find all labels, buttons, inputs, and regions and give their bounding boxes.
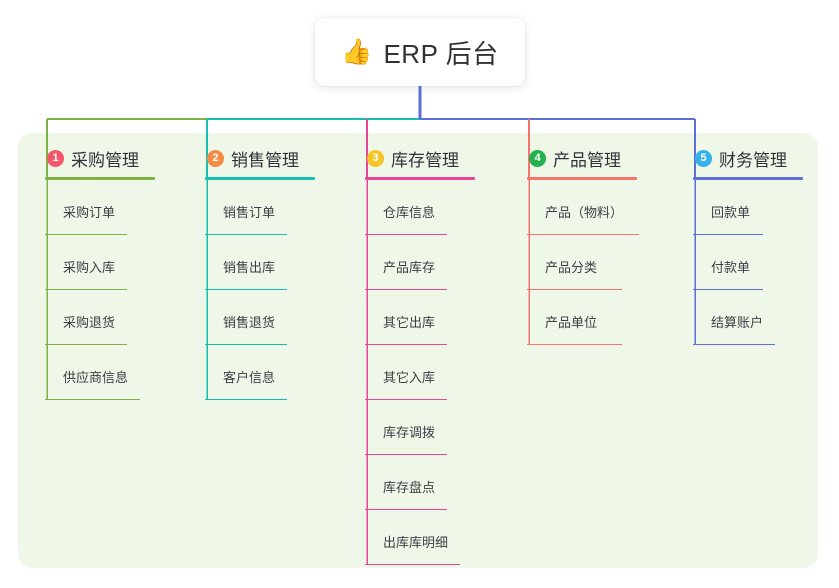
branch-item-list-4: 产品（物料） 产品分类产品单位 — [527, 180, 697, 345]
branch-header-4[interactable]: 4 产品管理 — [527, 147, 697, 170]
list-item[interactable]: 客户信息 — [205, 345, 375, 400]
list-item-underline — [45, 398, 140, 400]
list-item[interactable]: 结算账户 — [693, 290, 839, 345]
branch-underline-4 — [527, 177, 637, 180]
list-item[interactable]: 产品库存 — [365, 235, 535, 290]
list-item-label: 采购入库 — [63, 260, 116, 275]
root-node-content: 👍 ERP 后台 — [341, 34, 498, 71]
list-item-underline — [205, 398, 287, 400]
list-item-underline — [365, 343, 447, 345]
list-item-underline — [205, 233, 287, 235]
list-item-underline — [205, 343, 287, 345]
list-item-label: 产品分类 — [545, 260, 598, 275]
mindmap-panel — [18, 133, 818, 568]
list-item[interactable]: 回款单 — [693, 180, 839, 235]
branch-column-1: 1 采购管理采购订单采购入库采购退货供应商信息 — [45, 147, 215, 400]
list-item-label: 结算账户 — [711, 315, 764, 330]
list-item[interactable]: 销售出库 — [205, 235, 375, 290]
list-item[interactable]: 产品单位 — [527, 290, 697, 345]
branch-item-list-1: 采购订单采购入库采购退货供应商信息 — [45, 180, 215, 400]
branch-title-2: 销售管理 — [231, 150, 299, 170]
list-item-underline — [365, 563, 460, 565]
branch-badge-5: 5 — [695, 149, 712, 167]
list-item-underline — [365, 508, 447, 510]
list-item[interactable]: 产品分类 — [527, 235, 697, 290]
branch-badge-3: 3 — [367, 149, 384, 167]
branch-title-3: 库存管理 — [391, 150, 459, 170]
list-item-underline — [365, 288, 447, 290]
list-item-label: 销售退货 — [223, 315, 276, 330]
list-item-underline — [693, 288, 763, 290]
list-item[interactable]: 出库库明细 — [365, 510, 535, 565]
list-item-underline — [365, 233, 447, 235]
list-item-label: 产品单位 — [545, 315, 598, 330]
list-item-label: 其它出库 — [383, 315, 436, 330]
branch-column-5: 5 财务管理回款单付款单结算账户 — [693, 147, 839, 345]
branch-title-5: 财务管理 — [719, 150, 787, 170]
list-item[interactable]: 库存盘点 — [365, 455, 535, 510]
list-item-underline — [693, 233, 763, 235]
branch-header-1[interactable]: 1 采购管理 — [45, 147, 215, 170]
root-node-title: ERP 后台 — [383, 38, 499, 69]
list-item-label: 客户信息 — [223, 370, 276, 385]
list-item-label: 供应商信息 — [63, 370, 129, 385]
list-item[interactable]: 供应商信息 — [45, 345, 215, 400]
branch-underline-5 — [693, 177, 803, 180]
list-item[interactable]: 库存调拨 — [365, 400, 535, 455]
branch-underline-2 — [205, 177, 315, 180]
list-item-label: 付款单 — [711, 260, 751, 275]
root-node-card[interactable]: 👍 ERP 后台 — [315, 18, 525, 86]
list-item[interactable]: 销售退货 — [205, 290, 375, 345]
branch-column-2: 2 销售管理销售订单销售出库销售退货客户信息 — [205, 147, 375, 400]
branch-underline-3 — [365, 177, 475, 180]
list-item-label: 回款单 — [711, 205, 751, 220]
list-item-underline — [45, 288, 127, 290]
list-item-underline — [365, 453, 447, 455]
list-item[interactable]: 销售订单 — [205, 180, 375, 235]
thumbs-up-icon: 👍 — [341, 37, 373, 66]
branch-title-1: 采购管理 — [71, 150, 139, 170]
list-item-label: 出库库明细 — [383, 535, 449, 550]
list-item-underline — [45, 343, 127, 345]
branch-item-list-2: 销售订单销售出库销售退货客户信息 — [205, 180, 375, 400]
list-item-label: 产品库存 — [383, 260, 436, 275]
list-item[interactable]: 其它出库 — [365, 290, 535, 345]
list-item-underline — [365, 398, 447, 400]
branch-item-list-5: 回款单付款单结算账户 — [693, 180, 839, 345]
list-item-label: 其它入库 — [383, 370, 436, 385]
list-item-label: 产品（物料） — [545, 205, 624, 220]
list-item[interactable]: 付款单 — [693, 235, 839, 290]
list-item-underline — [205, 288, 287, 290]
branch-header-5[interactable]: 5 财务管理 — [693, 147, 839, 170]
list-item-label: 销售订单 — [223, 205, 276, 220]
list-item-underline — [527, 233, 639, 235]
list-item[interactable]: 产品（物料） — [527, 180, 697, 235]
branch-column-4: 4 产品管理产品（物料） 产品分类产品单位 — [527, 147, 697, 345]
list-item[interactable]: 采购退货 — [45, 290, 215, 345]
branch-item-list-3: 仓库信息产品库存其它出库其它入库库存调拨库存盘点出库库明细 — [365, 180, 535, 565]
list-item-label: 仓库信息 — [383, 205, 436, 220]
list-item-label: 采购订单 — [63, 205, 116, 220]
list-item-label: 库存调拨 — [383, 425, 436, 440]
branch-header-3[interactable]: 3 库存管理 — [365, 147, 535, 170]
branch-title-4: 产品管理 — [553, 150, 621, 170]
list-item-underline — [693, 343, 775, 345]
list-item-label: 采购退货 — [63, 315, 116, 330]
branch-badge-4: 4 — [529, 149, 546, 167]
list-item[interactable]: 采购入库 — [45, 235, 215, 290]
list-item[interactable]: 其它入库 — [365, 345, 535, 400]
list-item-underline — [45, 233, 127, 235]
list-item-underline — [527, 288, 622, 290]
list-item-underline — [527, 343, 622, 345]
list-item[interactable]: 采购订单 — [45, 180, 215, 235]
branch-badge-1: 1 — [47, 149, 64, 167]
list-item-label: 销售出库 — [223, 260, 276, 275]
branch-underline-1 — [45, 177, 155, 180]
branch-header-2[interactable]: 2 销售管理 — [205, 147, 375, 170]
branch-badge-2: 2 — [207, 149, 224, 167]
list-item-label: 库存盘点 — [383, 480, 436, 495]
branch-column-3: 3 库存管理仓库信息产品库存其它出库其它入库库存调拨库存盘点出库库明细 — [365, 147, 535, 565]
list-item[interactable]: 仓库信息 — [365, 180, 535, 235]
